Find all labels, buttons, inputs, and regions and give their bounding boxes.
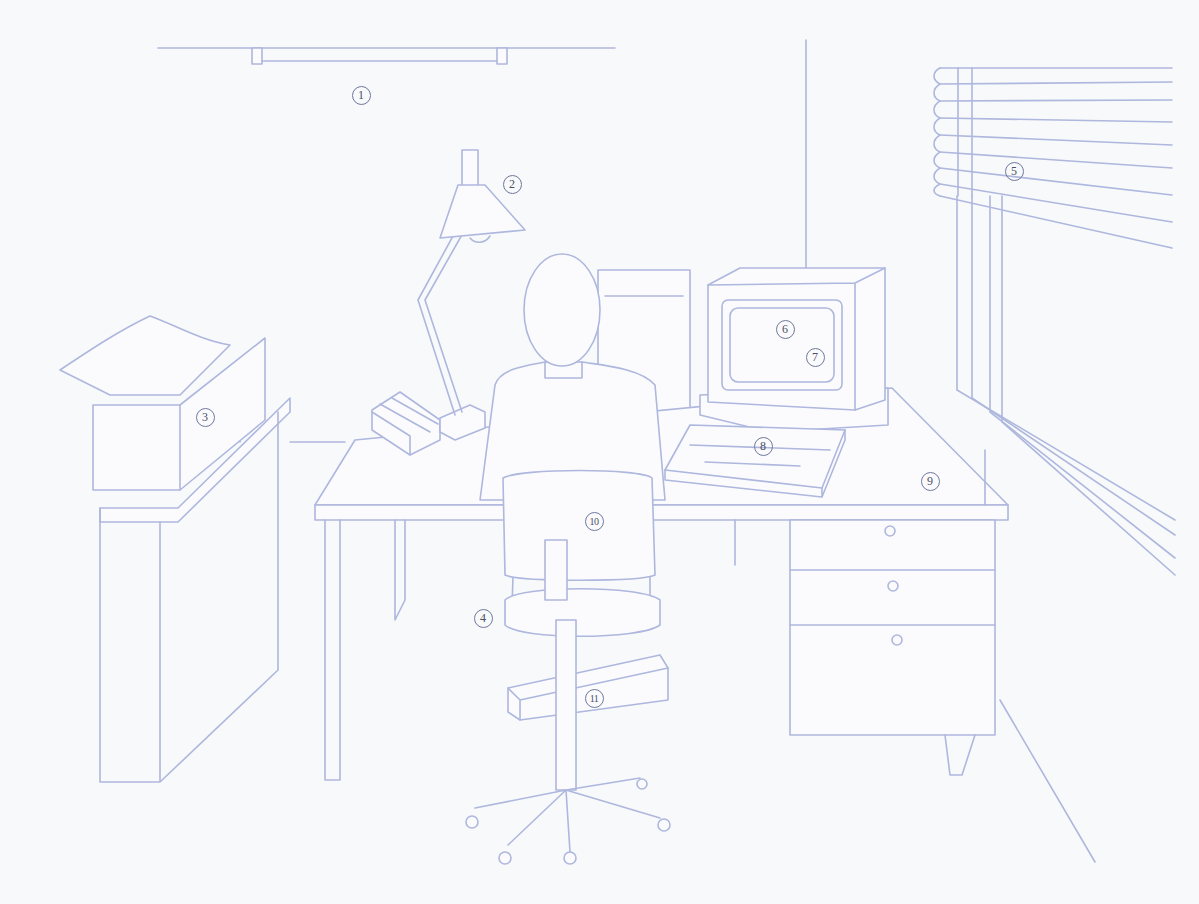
callout-number: 2 [503, 175, 522, 194]
callout-number: 7 [806, 348, 825, 367]
ceiling-light [158, 48, 615, 64]
telephone [372, 392, 440, 455]
floor-line [1000, 700, 1095, 862]
callout-number: 11 [585, 689, 604, 708]
person [480, 254, 665, 625]
wall-corner [805, 40, 807, 268]
office-chair [466, 471, 670, 865]
callout-number: 10 [585, 512, 604, 531]
callout-number: 6 [776, 320, 795, 339]
callout-number: 8 [754, 437, 773, 456]
callout-number: 3 [196, 408, 215, 427]
printer [60, 316, 265, 490]
callout-number: 5 [1005, 162, 1024, 181]
keyboard [665, 425, 845, 497]
monitor [700, 268, 888, 432]
callout-number: 9 [921, 472, 940, 491]
callout-number: 4 [474, 609, 493, 628]
document-holder-edge [605, 295, 683, 297]
callout-number: 1 [352, 86, 371, 105]
desk [315, 388, 1008, 780]
